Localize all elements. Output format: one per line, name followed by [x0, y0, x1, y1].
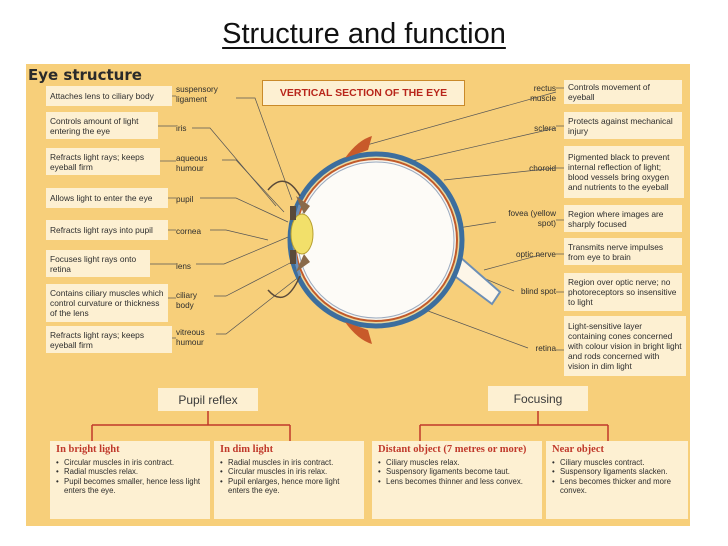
ciliary-upper-shape	[296, 196, 310, 214]
label-ciliary-body: ciliary body	[176, 291, 197, 310]
bright-light-card: In bright light Circular muscles in iris…	[50, 441, 210, 519]
lens-shape	[290, 213, 314, 255]
function-box-choroid: Pigmented black to prevent internal refl…	[564, 146, 684, 198]
function-box-lens: Focuses light rays onto retina	[46, 250, 150, 277]
dim-light-item: Circular muscles in iris relax.	[220, 467, 358, 477]
pupil-reflex-heading: Pupil reflex	[158, 388, 258, 411]
near-object-item: Suspensory ligaments slacken.	[552, 467, 682, 477]
distant-object-item: Lens becomes thinner and less convex.	[378, 477, 536, 487]
slide-title: Structure and function	[222, 18, 506, 50]
function-box-blind-spot: Region over optic nerve; no photorecepto…	[564, 273, 682, 311]
function-box-optic-nerve: Transmits nerve impulses from eye to bra…	[564, 238, 682, 265]
label-blind-spot: blind spot	[520, 287, 556, 296]
label-optic-nerve: optic nerve	[515, 250, 556, 259]
function-box-vitreous-humour: Refracts light rays; keeps eyeball firm	[46, 326, 172, 353]
tree-connectors	[91, 411, 609, 441]
distant-object-item: Ciliary muscles relax.	[378, 458, 536, 468]
function-box-sclera: Protects against mechanical injury	[564, 112, 682, 139]
function-box-pupil: Allows light to enter the eye	[46, 188, 168, 208]
distant-object-card: Distant object (7 metres or more) Ciliar…	[372, 441, 542, 519]
dim-light-title: In dim light	[220, 444, 274, 455]
label-iris: iris	[176, 124, 187, 133]
focusing-heading: Focusing	[488, 386, 588, 411]
distant-object-title: Distant object (7 metres or more)	[378, 444, 527, 455]
label-lens: lens	[176, 262, 192, 271]
label-aqueous-humour: aqueous humour	[176, 154, 208, 173]
distant-object-item: Suspensory ligaments become taut.	[378, 467, 536, 477]
dim-light-item: Radial muscles in iris contract.	[220, 458, 358, 468]
lower-eyelid-shape	[267, 275, 301, 299]
ciliary-lower-shape	[296, 254, 310, 272]
retina-shape	[297, 161, 455, 319]
label-sclera: sclera	[534, 124, 556, 133]
label-pupil: pupil	[176, 195, 194, 204]
label-suspensory-ligament: suspensory ligament	[176, 85, 218, 104]
bright-light-title: In bright light	[56, 444, 120, 455]
function-box-ciliary-body: Contains ciliary muscles which control c…	[46, 284, 168, 322]
label-rectus-muscle: rectus muscle	[530, 84, 556, 103]
upper-eyelid-shape	[267, 180, 301, 197]
label-fovea: fovea (yellow spot)	[508, 209, 556, 228]
function-box-aqueous-humour: Refracts light rays; keeps eyeball firm	[46, 148, 160, 175]
near-object-card: Near object Ciliary muscles contract. Su…	[546, 441, 688, 519]
panel-heading: Eye structure	[28, 66, 142, 84]
near-object-item: Ciliary muscles contract.	[552, 458, 682, 468]
bright-light-item: Pupil becomes smaller, hence less light …	[56, 477, 204, 496]
function-box-iris: Controls amount of light entering the ey…	[46, 112, 158, 139]
iris-upper-shape	[290, 206, 296, 220]
near-object-title: Near object	[552, 444, 604, 455]
rectus-muscle-upper-shape	[345, 136, 372, 158]
bright-light-item: Radial muscles relax.	[56, 467, 204, 477]
label-choroid: choroid	[529, 164, 556, 173]
rectus-muscle-lower-shape	[345, 322, 372, 344]
bright-light-item: Circular muscles in iris contract.	[56, 458, 204, 468]
function-box-retina: Light-sensitive layer containing cones c…	[564, 316, 686, 376]
diagram-title: VERTICAL SECTION OF THE EYE	[262, 80, 465, 106]
label-cornea: cornea	[176, 227, 202, 236]
label-vitreous-humour: vitreous humour	[176, 328, 205, 347]
function-box-fovea: Region where images are sharply focused	[564, 205, 682, 232]
function-box-cornea: Refracts light rays into pupil	[46, 220, 168, 240]
dim-light-card: In dim light Radial muscles in iris cont…	[214, 441, 364, 519]
near-object-item: Lens becomes thicker and more convex.	[552, 477, 682, 496]
iris-lower-shape	[290, 250, 296, 264]
function-box-rectus-muscle: Controls movement of eyeball	[564, 80, 682, 104]
function-box-suspensory-ligament: Attaches lens to ciliary body	[46, 86, 172, 106]
dim-light-item: Pupil enlarges, hence more light enters …	[220, 477, 358, 496]
label-retina: retina	[535, 344, 556, 353]
